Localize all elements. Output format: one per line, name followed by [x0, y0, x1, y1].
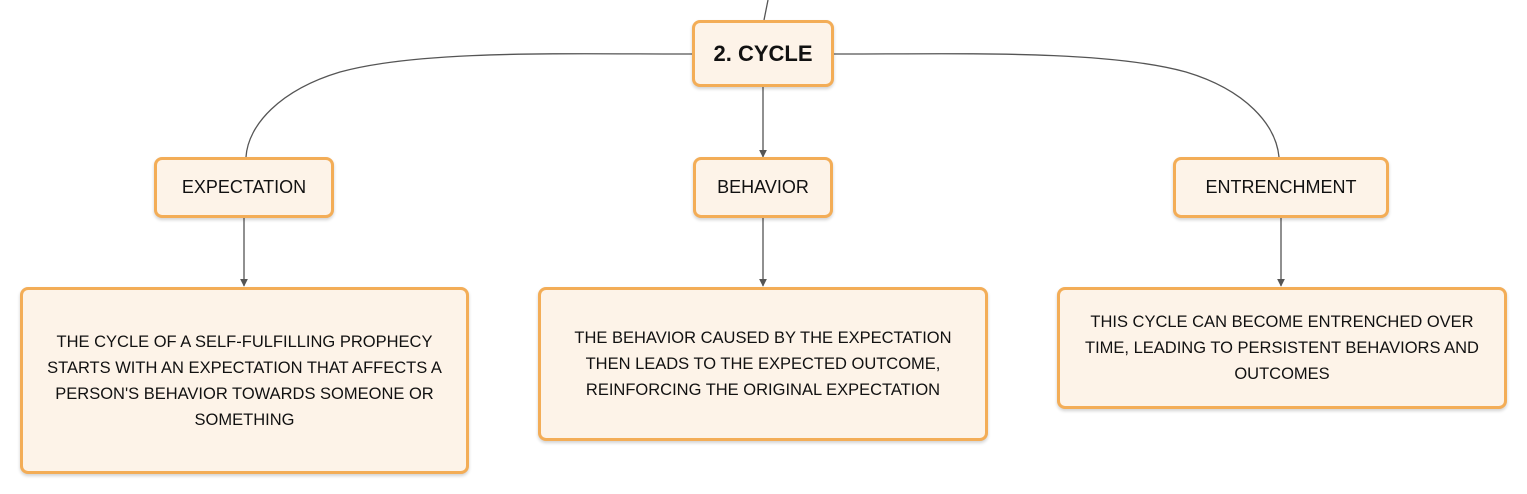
root-node-label: 2. CYCLE [713, 40, 813, 66]
parent-connector [763, 0, 769, 21]
topic-node-expectation[interactable]: EXPECTATION [154, 157, 334, 218]
detail-text-expectation: THE CYCLE OF A SELF-FULFILLING PROPHECY … [47, 332, 442, 429]
connector-root-to-expectation [245, 53, 693, 158]
detail-text-entrenchment: THIS CYCLE CAN BECOME ENTRENCHED OVER TI… [1085, 313, 1479, 383]
topic-node-behavior[interactable]: BEHAVIOR [693, 157, 833, 218]
topic-node-entrenchment[interactable]: ENTRENCHMENT [1173, 157, 1389, 218]
connector-root-to-entrenchment [833, 53, 1280, 158]
detail-node-behavior[interactable]: THE BEHAVIOR CAUSED BY THE EXPECTATION T… [538, 287, 988, 441]
detail-text-behavior: THE BEHAVIOR CAUSED BY THE EXPECTATION T… [574, 329, 952, 399]
root-node[interactable]: 2. CYCLE [692, 20, 834, 87]
topic-label-behavior: BEHAVIOR [717, 177, 809, 197]
detail-node-entrenchment[interactable]: THIS CYCLE CAN BECOME ENTRENCHED OVER TI… [1057, 287, 1507, 409]
topic-label-entrenchment: ENTRENCHMENT [1205, 177, 1357, 197]
detail-node-expectation[interactable]: THE CYCLE OF A SELF-FULFILLING PROPHECY … [20, 287, 469, 474]
topic-label-expectation: EXPECTATION [181, 177, 307, 197]
